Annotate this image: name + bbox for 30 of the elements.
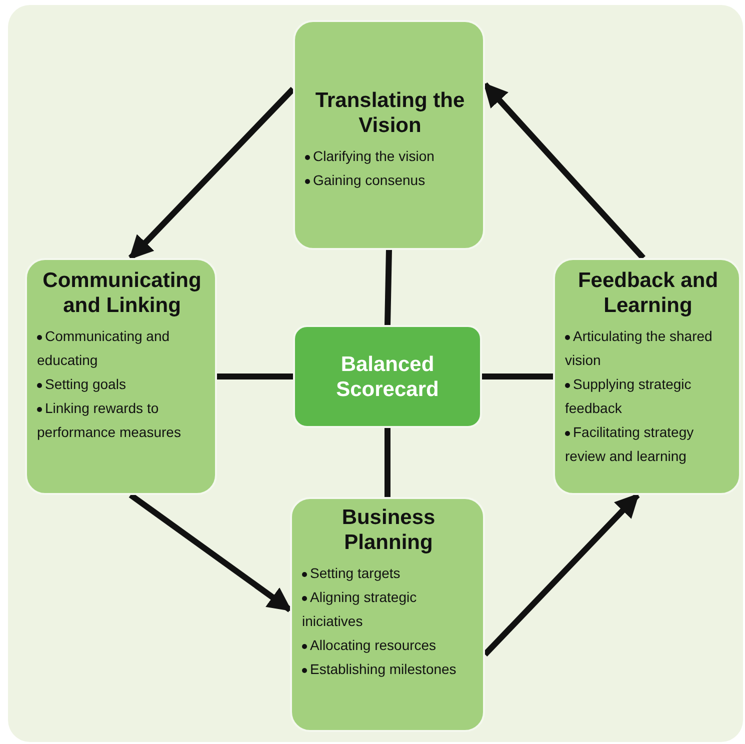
process-box bbox=[293, 20, 485, 250]
bullet-text: Aligning strategic iniciatives bbox=[302, 585, 475, 633]
arrow bbox=[128, 86, 296, 260]
box-heading: Communicating and Linking bbox=[42, 268, 202, 318]
arrow bbox=[482, 492, 640, 657]
bullet-text: Clarifying the vision bbox=[305, 144, 475, 168]
process-box bbox=[553, 258, 741, 495]
bullet-text: Setting targets bbox=[302, 561, 475, 585]
bullet-text: Establishing milestones bbox=[302, 657, 475, 681]
bullet-text: Articulating the shared vision bbox=[565, 324, 731, 372]
bullet-text: Gaining consenus bbox=[305, 168, 475, 192]
arrow bbox=[482, 82, 646, 260]
box-heading: Translating the Vision bbox=[314, 88, 466, 138]
box-heading: Business Planning bbox=[340, 505, 436, 555]
connector-line bbox=[384, 250, 392, 326]
connector-line bbox=[217, 374, 293, 380]
bullet-text: Setting goals bbox=[37, 372, 207, 396]
process-box bbox=[290, 497, 485, 732]
arrow bbox=[128, 492, 292, 612]
connector-line bbox=[384, 428, 390, 497]
central-box bbox=[293, 325, 482, 428]
process-box bbox=[25, 258, 217, 495]
bullet-text: Communicating and educating bbox=[37, 324, 207, 372]
bullet-text: Linking rewards to performance measures bbox=[37, 396, 207, 444]
connector-line bbox=[482, 374, 553, 380]
bullet-text: Allocating resources bbox=[302, 633, 475, 657]
bullet-text: Facilitating strategy review and learning bbox=[565, 420, 731, 468]
bullet-text: Supplying strategic feedback bbox=[565, 372, 731, 420]
box-heading: Balanced Scorecard bbox=[335, 352, 440, 402]
box-heading: Feedback and Learning bbox=[576, 268, 720, 318]
